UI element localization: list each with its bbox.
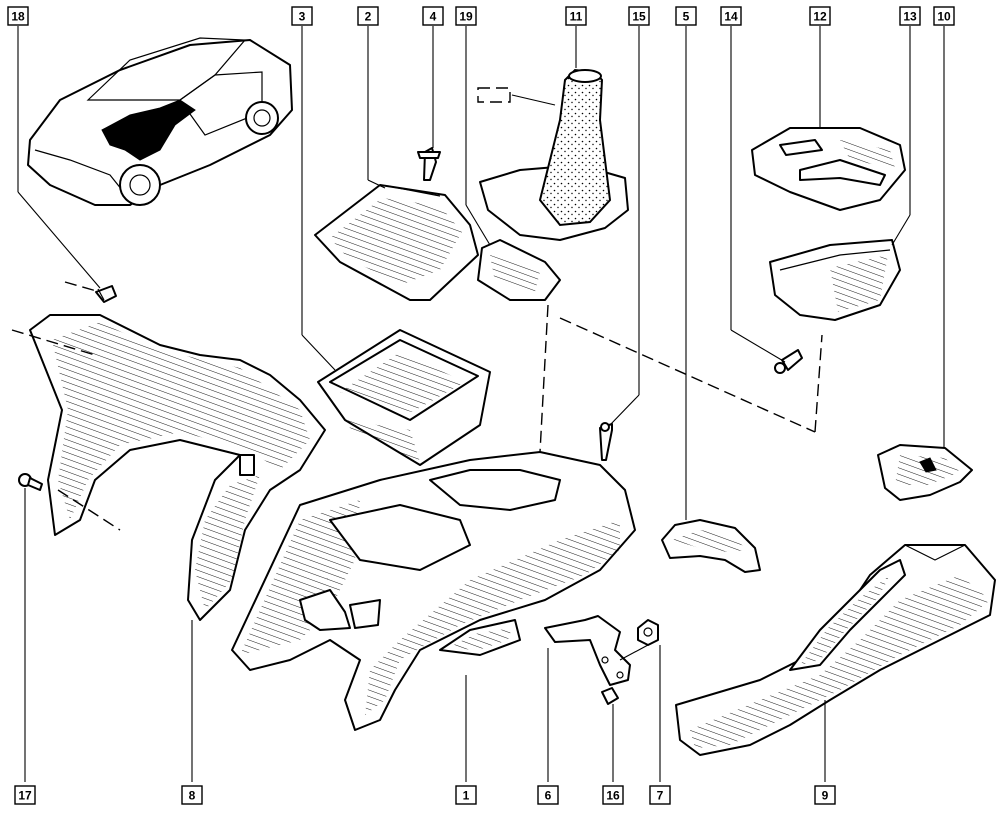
assembly-line-clip (64, 281, 101, 293)
part-label-number: 5 (683, 10, 690, 24)
part-label-number: 13 (903, 10, 917, 24)
part-label-box (933, 6, 955, 26)
part-label-number: 11 (570, 10, 583, 24)
part-label-box (814, 785, 836, 805)
assembly-line-gear-to-console (539, 304, 549, 453)
part-label-box (649, 785, 671, 805)
part-label-1: 3 (291, 6, 313, 26)
part-19-bracket (477, 239, 561, 301)
assembly-line-console-to-indicator (559, 317, 816, 433)
part-label-box (899, 6, 921, 26)
leader-lines (17, 26, 945, 782)
part-label-5: 11 (565, 6, 587, 26)
part-label-box (455, 6, 477, 26)
part-label-11: 10 (933, 6, 955, 26)
part-label-10: 13 (899, 6, 921, 26)
part-label-number: 15 (632, 10, 646, 24)
part-1-main-console (231, 451, 636, 731)
part-label-box (720, 6, 742, 26)
part-label-box (602, 785, 624, 805)
part-label-box (628, 6, 650, 26)
part-label-number: 18 (11, 10, 25, 24)
part-17-screw (18, 473, 43, 491)
part-12-gear-cover (751, 127, 906, 211)
part-2-lid (314, 184, 479, 301)
part-4-pin (417, 147, 441, 181)
part-label-box (809, 6, 831, 26)
part-label-number: 2 (365, 10, 372, 24)
part-label-number: 10 (937, 10, 951, 24)
part-label-number: 9 (822, 789, 829, 803)
part-label-4: 19 (455, 6, 477, 26)
part-label-number: 17 (18, 789, 32, 803)
part-16-clip (601, 687, 619, 705)
vehicle-locator-illustration (27, 37, 293, 206)
part-label-15: 6 (537, 785, 559, 805)
part-label-number: 14 (724, 10, 738, 24)
part-label-14: 1 (455, 785, 477, 805)
part-10-small-cover (877, 444, 973, 501)
part-14-screw (774, 349, 803, 374)
part-label-13: 8 (181, 785, 203, 805)
part-label-0: 18 (7, 6, 29, 26)
part-label-number: 3 (299, 10, 306, 24)
part-7-nut (637, 619, 659, 646)
part-5-cap (661, 519, 761, 573)
part-label-9: 12 (809, 6, 831, 26)
part-label-number: 16 (606, 789, 620, 803)
part-label-number: 8 (189, 789, 196, 803)
part-label-box (14, 785, 36, 805)
part-label-number: 7 (657, 789, 664, 803)
part-label-number: 12 (813, 10, 827, 24)
part-label-3: 4 (422, 6, 444, 26)
part-label-7: 5 (675, 6, 697, 26)
part-label-box (537, 785, 559, 805)
part-18-clip (95, 285, 117, 303)
part-label-number: 19 (459, 10, 473, 24)
part-label-box (422, 6, 444, 26)
assembly-line-indicator-vertical (814, 334, 823, 433)
part-15-screw (599, 422, 613, 461)
part-label-17: 7 (649, 785, 671, 805)
part-11-gear-boot (477, 68, 629, 241)
part-8-side-trim (11, 314, 326, 621)
part-label-box (181, 785, 203, 805)
part-label-box (291, 6, 313, 26)
part-label-number: 6 (545, 789, 552, 803)
part-label-8: 14 (720, 6, 742, 26)
part-label-18: 9 (814, 785, 836, 805)
part-3-storage-tray (317, 329, 491, 466)
part-label-2: 2 (357, 6, 379, 26)
part-label-6: 15 (628, 6, 650, 26)
part-label-number: 4 (430, 10, 437, 24)
console-location-highlight (101, 99, 196, 161)
part-label-16: 16 (602, 785, 624, 805)
part-13-gear-indicator (769, 239, 901, 321)
part-label-12: 17 (14, 785, 36, 805)
part-label-box (357, 6, 379, 26)
part-6-bracket (544, 615, 631, 686)
part-label-box (565, 6, 587, 26)
part-label-number: 1 (463, 789, 470, 803)
part-label-box (455, 785, 477, 805)
part-label-box (675, 6, 697, 26)
part-label-box (7, 6, 29, 26)
part-9-rear-console (675, 544, 996, 756)
